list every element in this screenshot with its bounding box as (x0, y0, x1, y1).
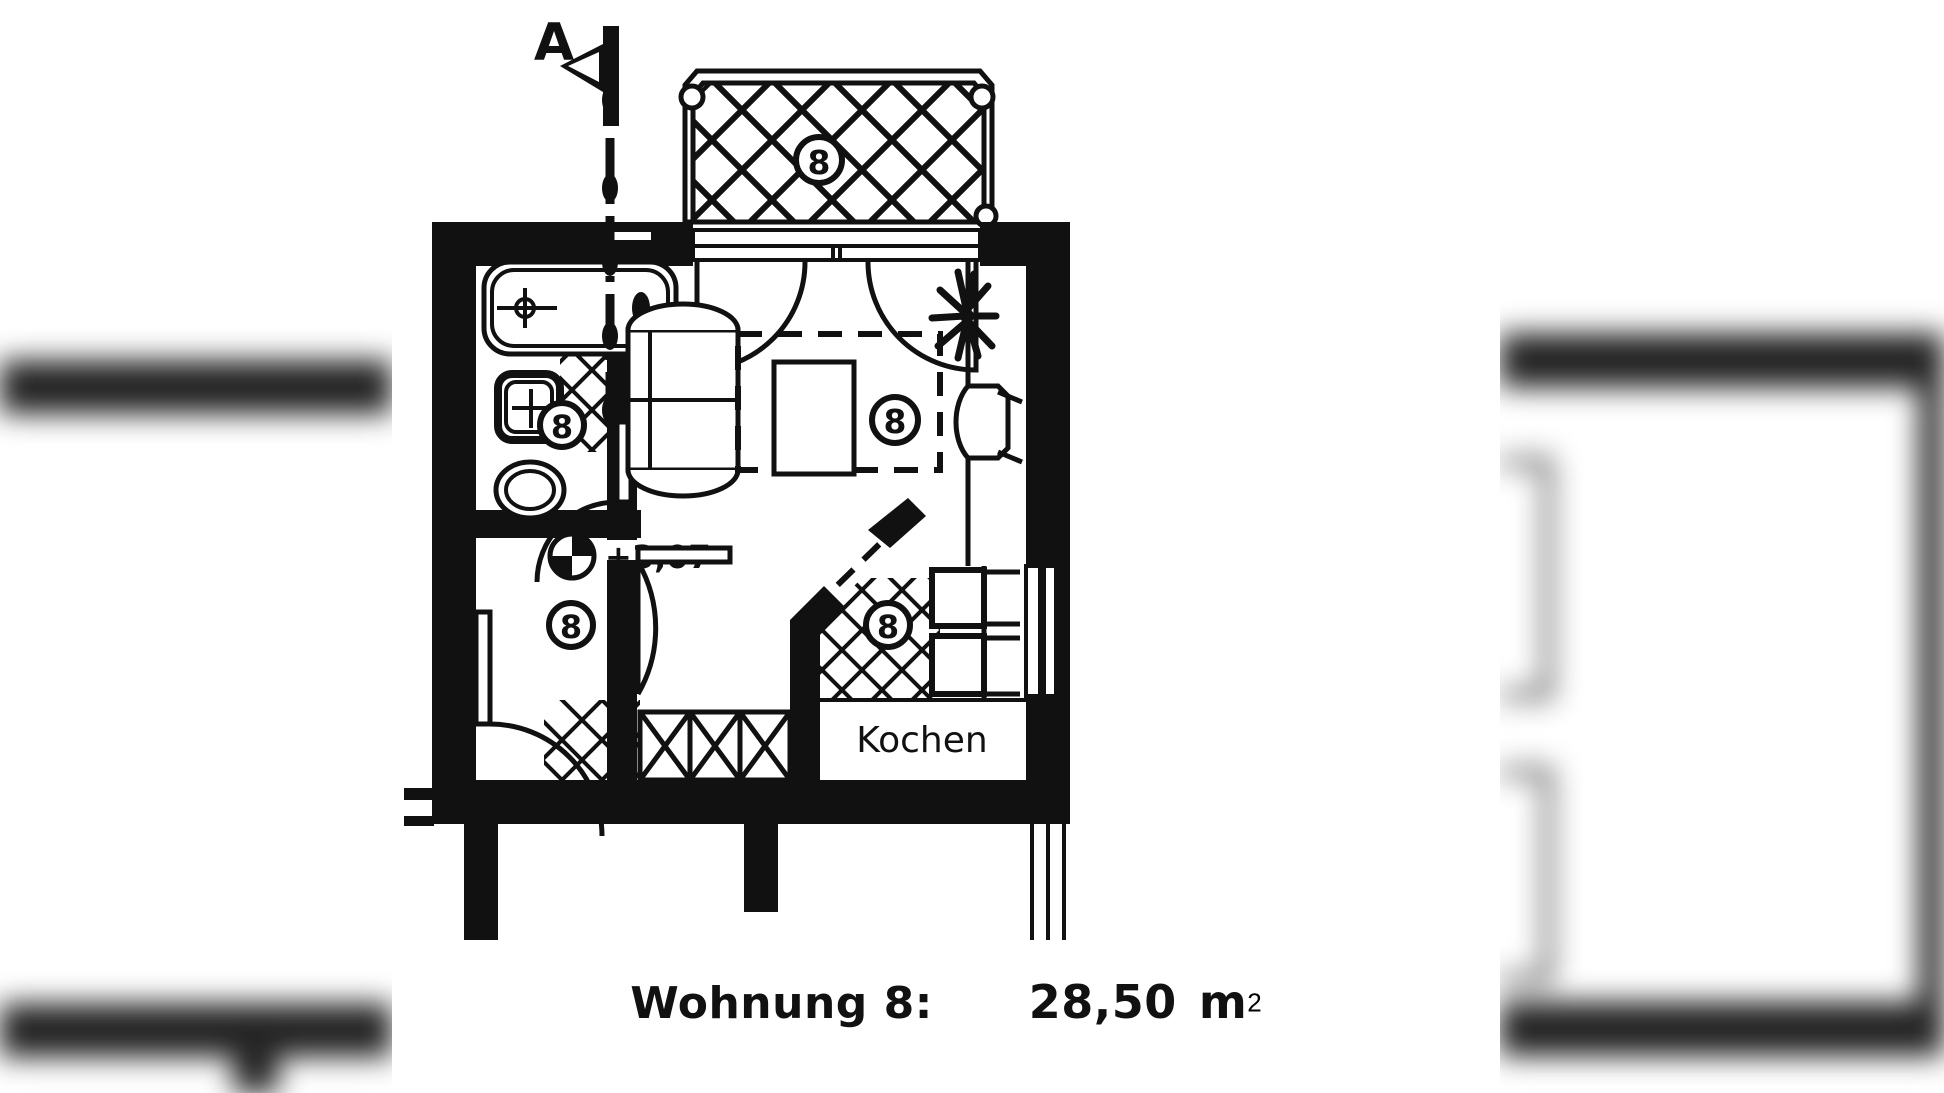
unit-marker-kitchen: 8 (863, 600, 913, 650)
unit-marker-hall-label: 8 (560, 608, 582, 646)
floor-plan-drawing: 8 (392, 0, 1500, 1093)
kitchen-sliding-door[interactable] (809, 521, 903, 613)
hall-tile-hatch (544, 700, 640, 780)
kitchen-sink (929, 567, 987, 629)
armchair (953, 383, 1023, 465)
unit-marker-hall: 8 (546, 600, 596, 650)
area-value: 28,50 (1028, 975, 1177, 1029)
sofa (625, 301, 741, 499)
caption: Wohnung 8: 28,50 m2 (392, 975, 1500, 1029)
room-label-kitchen: Kochen (856, 720, 987, 761)
openings (605, 228, 1066, 940)
unit-marker-bathroom-label: 8 (551, 408, 573, 446)
toilet-fixture (493, 459, 567, 521)
entry-door[interactable] (473, 609, 605, 837)
area-unit: m (1198, 975, 1248, 1029)
background-blur-right (1500, 0, 1944, 1093)
page-title: Wohnung 8: (630, 978, 933, 1029)
kitchen-stove (929, 633, 987, 697)
section-arrow-icon (560, 26, 619, 126)
hall-living-door[interactable] (635, 545, 733, 696)
unit-marker-living-label: 8 (884, 402, 907, 441)
wardrobe-x-marks (637, 710, 793, 782)
plan-sheet: 8 (392, 0, 1500, 1093)
unit-marker-balcony-label: 8 (808, 143, 831, 182)
area-exponent: 2 (1247, 987, 1262, 1018)
hall: +3,07 8 (473, 531, 733, 837)
unit-marker-living: 8 (869, 394, 921, 446)
unit-marker-balcony: 8 (793, 134, 845, 186)
elevation-marker (547, 531, 597, 581)
living-room: 8 (625, 244, 1023, 783)
plant-icon (928, 268, 1000, 362)
background-blur-left (0, 0, 392, 1093)
section-marker-label: A (534, 13, 574, 73)
rug (735, 331, 943, 473)
unit-marker-kitchen-label: 8 (877, 608, 899, 646)
unit-marker-bathroom: 8 (537, 400, 587, 450)
coffee-table (771, 359, 857, 477)
